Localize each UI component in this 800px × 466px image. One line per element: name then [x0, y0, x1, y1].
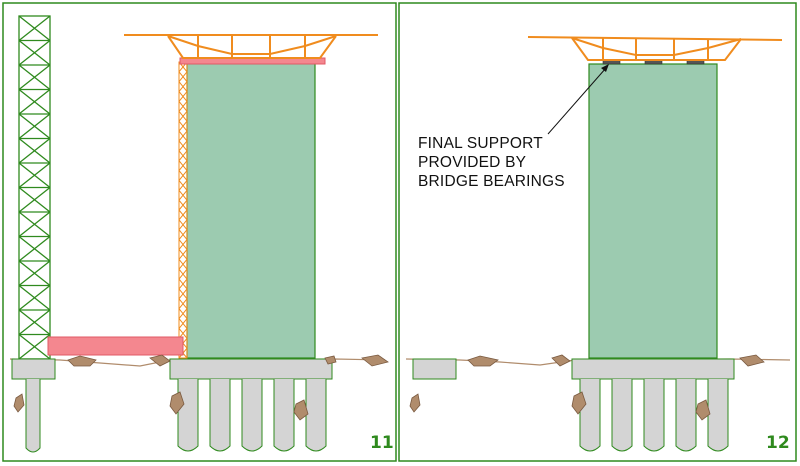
- foundation-pile: [611, 379, 633, 452]
- foundation-pile: [643, 379, 665, 452]
- panel-11: [2, 2, 397, 462]
- foundation-pile: [209, 379, 231, 452]
- annotation-line: PROVIDED BY: [418, 154, 527, 171]
- rocks: [409, 354, 765, 421]
- foundation-pile: [241, 379, 263, 452]
- panel-number: 12: [766, 433, 790, 453]
- foundation-right: [169, 358, 333, 452]
- scaffold-strip: [178, 61, 188, 359]
- panel-number: 11: [370, 433, 394, 453]
- panel-12: [398, 2, 797, 462]
- foundation-pile: [707, 379, 729, 452]
- foundation-pile: [177, 379, 199, 452]
- panel-frame: [2, 2, 397, 462]
- temporary-barge: [47, 336, 184, 356]
- foundation-pile: [305, 379, 327, 452]
- bridge-pier: [588, 63, 718, 359]
- panel-frame: [398, 2, 797, 462]
- deck-segment: [527, 36, 783, 61]
- foundation-left: [412, 358, 457, 380]
- foundation-pile: [579, 379, 601, 452]
- annotation-line: BRIDGE BEARINGS: [418, 173, 565, 190]
- annotation-text: FINAL SUPPORT PROVIDED BY BRIDGE BEARING…: [418, 134, 565, 191]
- foundation-right: [571, 358, 735, 452]
- bridge-pier: [186, 61, 316, 359]
- deck-segment: [124, 34, 378, 59]
- temporary-lattice-tower: [18, 15, 51, 360]
- foundation-left: [11, 358, 56, 453]
- annotation-line: FINAL SUPPORT: [418, 135, 543, 152]
- annotation-leader-arrow: [547, 64, 609, 135]
- rocks: [13, 354, 389, 421]
- foundation-pile: [675, 379, 697, 452]
- foundation-pile: [273, 379, 295, 452]
